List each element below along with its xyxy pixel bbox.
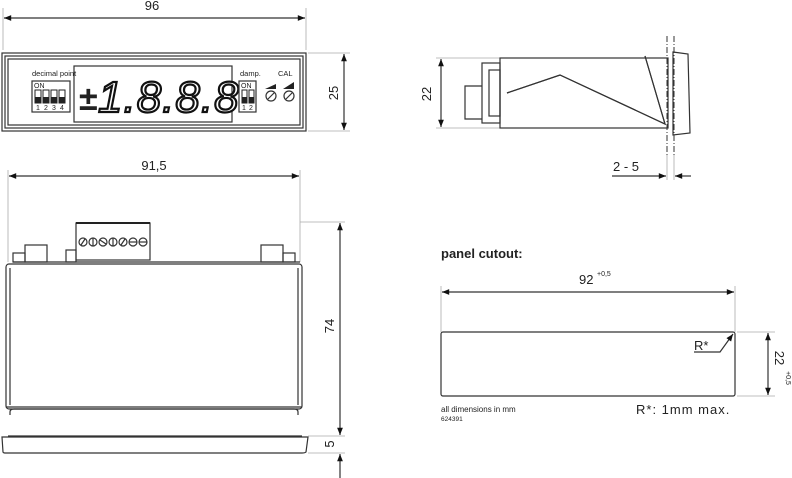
- side-view: 22 2 - 5: [419, 36, 691, 180]
- decimal-point-label: decimal point: [32, 69, 77, 78]
- bezel-top: [1, 436, 309, 454]
- display-value: 1.8.8.8: [98, 73, 240, 122]
- display-sign: ±: [79, 80, 98, 118]
- height-dimension: 25: [326, 86, 341, 100]
- mounting-clip: [506, 55, 666, 126]
- calibration-screw-icon: [283, 82, 295, 102]
- dip-number: 4: [60, 105, 64, 112]
- front-view: 96 25 decimal point ON 1 2 3 4 ± 1.8.8.8…: [1, 0, 350, 132]
- radius-note: R*: 1mm max.: [636, 402, 730, 417]
- dip-number: 1: [36, 105, 40, 112]
- radius-label: R*: [694, 338, 708, 353]
- cutout-width-dimension: 92: [579, 272, 593, 287]
- dip-number: 2: [249, 105, 253, 112]
- dip-number: 2: [44, 105, 48, 112]
- dip-number: 1: [242, 105, 246, 112]
- panel-cutout: panel cutout: 92 +0,5 R* 22 +0,5 all dim…: [440, 246, 791, 423]
- drawing-number: 624391: [441, 416, 463, 423]
- dip-number: 3: [52, 105, 56, 112]
- calibration-screw-icon: [265, 84, 277, 102]
- bezel-dimension: 5: [322, 440, 337, 447]
- housing-side: [499, 57, 669, 129]
- panel-thickness-dimension: 2 - 5: [613, 159, 639, 174]
- panel-cutout-title: panel cutout:: [441, 246, 523, 261]
- top-view: 91,5 74 5: [1, 158, 345, 478]
- cal-label: CAL: [278, 69, 293, 78]
- dip-on-label: ON: [34, 83, 45, 90]
- side-height-dimension: 22: [419, 87, 434, 101]
- damp-on-label: ON: [241, 83, 252, 90]
- damp-label: damp.: [240, 69, 261, 78]
- cutout-width-tolerance: +0,5: [597, 271, 611, 278]
- top-width-dimension: 91,5: [141, 158, 166, 173]
- lcd-display: [73, 65, 233, 123]
- bezel-side: [672, 51, 691, 136]
- width-dimension: 96: [145, 0, 159, 13]
- depth-dimension: 74: [322, 319, 337, 333]
- cutout-height-tolerance: +0,5: [784, 371, 791, 385]
- damp-dip-switch: [238, 80, 257, 113]
- cutout-rectangle: [440, 331, 736, 397]
- units-note: all dimensions in mm: [441, 405, 516, 414]
- housing-top: [5, 263, 303, 410]
- bezel-outline: [1, 52, 307, 132]
- cutout-height-dimension: 22: [772, 351, 787, 365]
- decimal-point-dip-switch: [31, 80, 71, 113]
- dip-levers: [34, 89, 66, 104]
- terminal-screws: [78, 237, 148, 247]
